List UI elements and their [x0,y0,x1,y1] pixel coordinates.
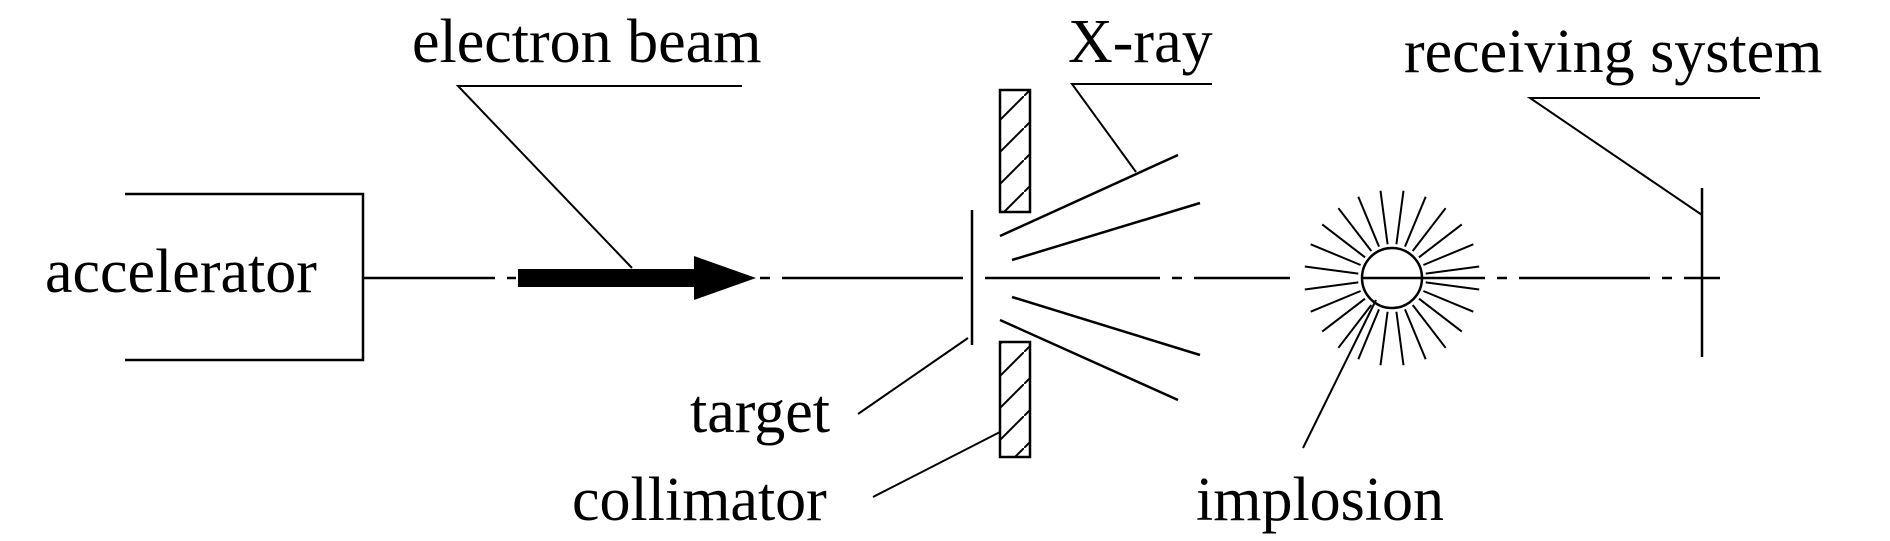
implosion-spike [1418,297,1463,333]
receiving-system-leader [1526,97,1760,216]
implosion-spike [1404,309,1427,360]
electron-beam-leader [455,85,742,269]
electron-beam-shaft [518,269,698,287]
receiving-system-label: receiving system [1404,18,1822,86]
implosion-spike [1321,223,1366,259]
collimator-label: collimator [572,466,827,534]
electron-beam-label: electron beam [412,8,761,76]
electron-beam-arrowhead [694,256,756,300]
implosion-spike [1425,281,1480,291]
xray-ray-4 [1011,295,1201,357]
implosion-spike [1379,190,1389,245]
implosion-spike [1321,297,1366,333]
implosion-spike [1423,243,1474,266]
implosion-spike [1310,290,1361,313]
implosion-spike [1411,304,1447,349]
accelerator: accelerator [45,192,365,362]
implosion-spike [1395,311,1405,366]
implosion-spike [1404,196,1427,247]
implosion: implosion [1196,190,1480,534]
xray-ray-3 [999,318,1179,402]
implosion-spike [1337,207,1373,252]
receiving-system: receiving system [1404,18,1822,357]
implosion-spike [1423,290,1474,313]
electron-beam: electron beam [412,8,761,300]
collimator-upper-block [998,88,1032,214]
xray-label: X-ray [1068,8,1213,76]
implosion-spike [1304,265,1359,275]
collimator: collimator [572,88,1032,534]
xray-ray-2 [1011,201,1201,262]
implosion-spike [1411,207,1447,252]
implosion-spike [1337,304,1373,349]
implosion-spike [1310,243,1361,266]
target-label: target [690,378,830,446]
collimator-leader [872,431,1001,498]
implosion-spike [1425,265,1480,275]
accelerator-label: accelerator [45,238,317,306]
implosion-leader [1302,299,1377,449]
implosion-spike [1304,281,1359,291]
implosion-spikes [1304,190,1480,366]
xray-leader [1070,83,1212,173]
target: target [690,210,974,446]
target-leader [857,337,969,415]
implosion-spike [1357,196,1380,247]
collimator-lower-block [998,340,1032,459]
xray-fan: X-ray [999,8,1213,402]
implosion-spike [1418,223,1463,259]
implosion-spike [1395,190,1405,245]
implosion-label: implosion [1196,466,1444,534]
xray-ray-1 [999,153,1179,238]
implosion-spike [1379,311,1389,366]
implosion-spike [1357,309,1380,360]
